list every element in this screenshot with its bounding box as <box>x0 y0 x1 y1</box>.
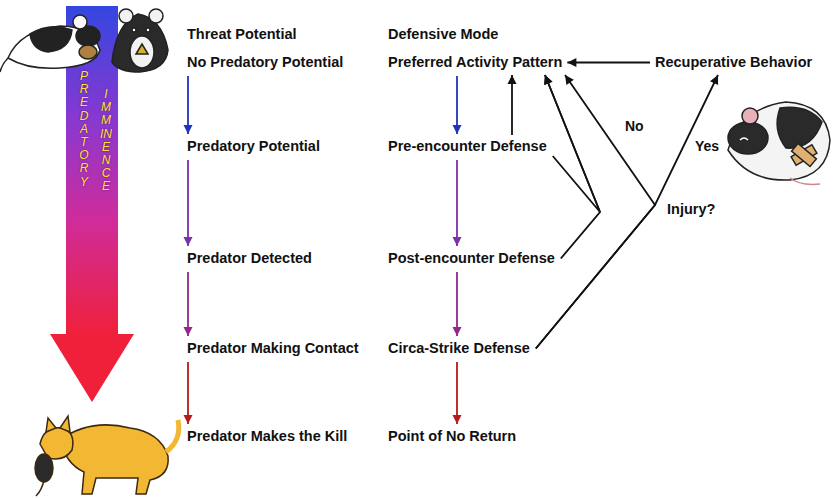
node-text: Predatory Potential <box>187 138 320 154</box>
connector-line <box>187 272 189 336</box>
node-text: Circa-Strike Defense <box>388 340 530 356</box>
injured-mouse-illustration <box>728 102 830 184</box>
edge-label: No <box>624 118 645 134</box>
column-heading: Defensive Mode <box>388 26 498 43</box>
connector <box>536 75 718 349</box>
node-text: Predator Detected <box>187 250 312 266</box>
arrow-head <box>453 237 462 246</box>
stage-label: Pre-encounter Defense <box>386 137 549 156</box>
stage-label: Post-encounter Defense <box>386 249 557 268</box>
connector-line <box>187 160 189 246</box>
axis-letters: PREDATORY <box>78 70 90 189</box>
arrow-head <box>544 75 552 85</box>
node-text: No Predatory Potential <box>187 54 343 70</box>
connector <box>453 362 462 424</box>
column-heading: Threat Potential <box>187 26 297 43</box>
node-text: Predator Makes the Kill <box>187 428 347 444</box>
connector-line <box>456 272 458 336</box>
arrow-head <box>453 415 462 424</box>
connector <box>184 272 193 336</box>
arrow-head <box>508 75 517 84</box>
connector-line <box>456 160 458 246</box>
connector <box>184 76 193 134</box>
axis-letters: IMMINENCE <box>100 88 112 194</box>
stage-label: Point of No Return <box>386 427 518 446</box>
arrow-head <box>184 415 193 424</box>
connector <box>544 75 600 259</box>
node-text: Post-encounter Defense <box>388 250 555 266</box>
connector-line <box>536 75 718 349</box>
connector <box>536 75 655 349</box>
connector <box>184 362 193 424</box>
arrow-head <box>184 327 193 336</box>
mice-illustration <box>0 9 168 72</box>
stage-label: No Predatory Potential <box>185 53 345 72</box>
arrow-head <box>453 327 462 336</box>
node-text: Pre-encounter Defense <box>388 138 547 154</box>
stage-label: Predatory Potential <box>185 137 322 156</box>
node-text: Point of No Return <box>388 428 516 444</box>
stage-label: Predator Makes the Kill <box>185 427 349 446</box>
stage-label: Predator Detected <box>185 249 314 268</box>
arrow-head <box>453 125 462 134</box>
decision-label: Injury? <box>667 201 715 218</box>
connector <box>567 58 650 67</box>
connector-line <box>536 75 655 349</box>
node-text: Recuperative Behavior <box>655 54 812 70</box>
arrow-head <box>567 58 576 67</box>
stage-label: Circa-Strike Defense <box>386 339 532 358</box>
connector-line <box>545 75 600 259</box>
stage-label: Preferred Activity Pattern <box>386 53 564 72</box>
connector-line <box>567 62 650 64</box>
cat-illustration <box>35 416 179 496</box>
edge-label: Yes <box>694 138 720 154</box>
arrow-head <box>710 75 718 85</box>
connector-line <box>187 362 189 424</box>
arrow-head <box>184 237 193 246</box>
connector-line <box>456 362 458 424</box>
arrow-head <box>565 75 574 85</box>
connector <box>184 160 193 246</box>
connector <box>508 75 517 135</box>
node-text: Predator Making Contact <box>187 340 359 356</box>
node-text: Preferred Activity Pattern <box>388 54 562 70</box>
arrow-head <box>184 125 193 134</box>
stage-label: Recuperative Behavior <box>653 53 814 72</box>
connector <box>453 272 462 336</box>
stage-label: Predator Making Contact <box>185 339 361 358</box>
connector <box>453 160 462 246</box>
connector <box>453 76 462 134</box>
